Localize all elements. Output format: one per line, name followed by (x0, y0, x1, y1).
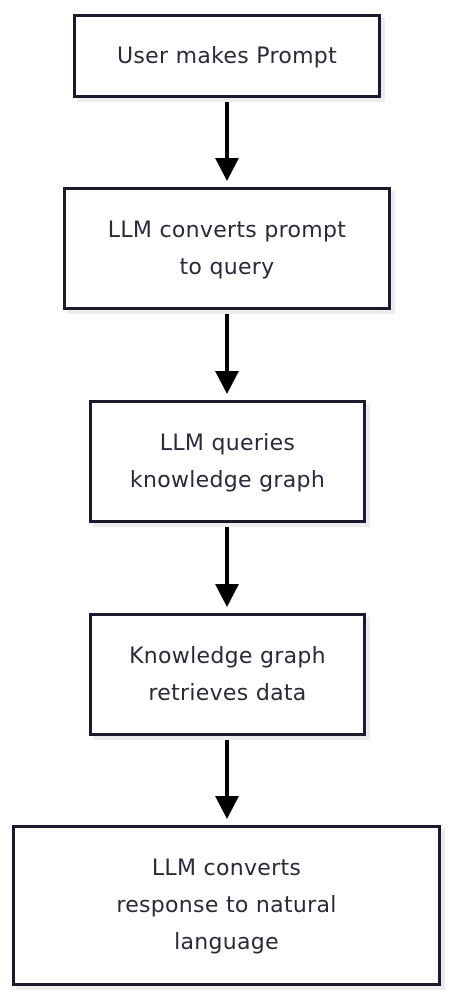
step-label: LLM converts response to natural languag… (116, 856, 337, 955)
step-graph-retrieves-data: Knowledge graph retrieves data (89, 613, 366, 736)
step-label: User makes Prompt (116, 43, 338, 69)
step-llm-converts-response: LLM converts response to natural languag… (12, 825, 441, 986)
arrow-step-4-to-5 (215, 736, 239, 819)
step-llm-converts-prompt: LLM converts prompt to query (63, 187, 391, 310)
step-label: Knowledge graph retrieves data (129, 643, 326, 706)
step-user-makes-prompt: User makes Prompt (73, 14, 381, 98)
step-llm-queries-graph: LLM queries knowledge graph (89, 400, 366, 523)
step-label: LLM converts prompt to query (107, 217, 347, 280)
arrow-step-2-to-3 (215, 310, 239, 394)
step-label: LLM queries knowledge graph (129, 430, 326, 493)
arrow-step-1-to-2 (215, 98, 239, 181)
arrow-step-3-to-4 (215, 523, 239, 607)
